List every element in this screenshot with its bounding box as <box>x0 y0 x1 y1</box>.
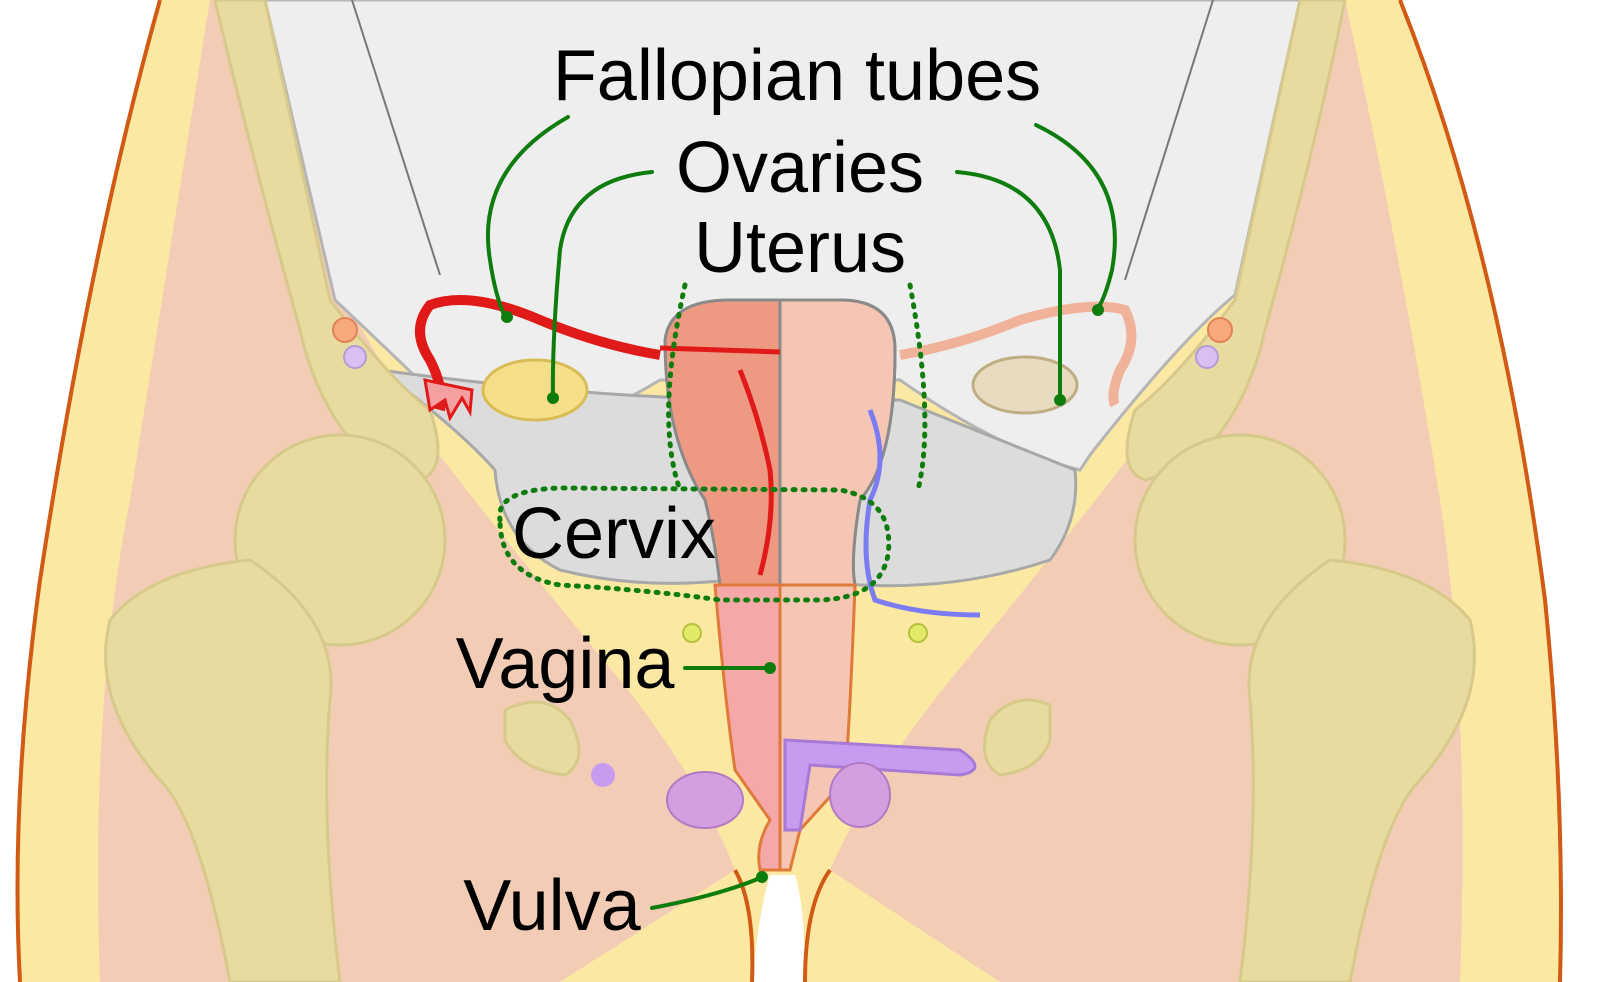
left-skin-outline <box>15 0 162 982</box>
left-fallopian-tube <box>415 295 661 412</box>
vagina-label: Vagina <box>456 624 676 704</box>
uterine-artery <box>659 345 781 576</box>
uterine-vein <box>863 409 981 618</box>
right-pubic-bone <box>982 698 1052 777</box>
right-skin-outline <box>1398 0 1563 982</box>
vulva-label: Vulva <box>463 866 641 946</box>
fallopian-left-dot <box>501 311 513 323</box>
ovaries-left-leader <box>550 170 654 400</box>
left-fimbriae <box>423 378 474 422</box>
uterus-label: Uterus <box>694 208 906 288</box>
left-thigh-inner-outline <box>733 869 755 982</box>
fallopian-tubes-label: Fallopian tubes <box>553 36 1041 116</box>
ovaries-label: Ovaries <box>676 128 924 208</box>
left-ovary <box>481 358 589 422</box>
leader-lines <box>485 115 1117 910</box>
uterus-region-outline[interactable] <box>666 282 928 493</box>
ovaries-left-dot <box>547 392 559 404</box>
vagina <box>713 583 782 872</box>
region-outlines <box>497 282 928 603</box>
fallopian-right-dot <box>1092 304 1104 316</box>
left-suspensory-ligament <box>351 0 441 276</box>
cervix-label: Cervix <box>512 494 716 574</box>
ovaries-right-dot <box>1054 394 1066 406</box>
left-femur <box>104 558 342 982</box>
right-suspensory-ligament <box>1124 0 1214 281</box>
hip-bones <box>104 0 1476 982</box>
left-small-gland <box>591 763 615 787</box>
reproductive-organs <box>415 295 1137 872</box>
vulva-dot <box>756 871 768 883</box>
uterus-right-wall <box>778 298 897 587</box>
right-femur <box>1238 558 1476 982</box>
fallopian-right-leader <box>1034 123 1117 310</box>
ovaries-right-leader <box>955 170 1063 402</box>
vulva-leader <box>650 876 762 910</box>
clitoris <box>783 738 977 832</box>
left-pubic-bone <box>503 700 581 777</box>
right-ovary <box>971 355 1079 415</box>
cervix-region-outline[interactable] <box>497 485 892 603</box>
right-vessel-purple <box>1195 345 1219 369</box>
labels: Fallopian tubes Ovaries Uterus Cervix Va… <box>456 36 1042 946</box>
vagina-dot <box>764 662 776 674</box>
vestibular-bulb-right <box>829 762 891 828</box>
right-vessel-orange <box>1207 317 1233 343</box>
right-fallopian-tube <box>899 301 1137 408</box>
vestibular-bulb-left <box>666 771 744 829</box>
left-vessel-purple <box>343 345 367 369</box>
fallopian-left-leader <box>485 115 570 319</box>
right-ureter-dot <box>908 623 928 643</box>
left-vessel-orange <box>332 317 358 343</box>
right-thigh-inner-outline <box>803 868 832 982</box>
left-ureter-dot <box>682 623 702 643</box>
